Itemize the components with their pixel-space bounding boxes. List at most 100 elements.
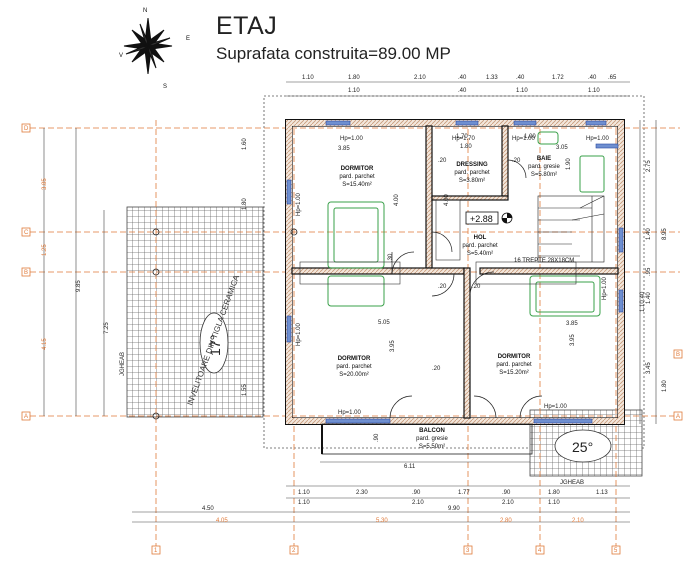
dim-axis-1: 5.30: [376, 518, 388, 524]
level-marker: +2.88: [470, 214, 493, 224]
dim-top1-5: .40: [516, 75, 525, 81]
dim-bot1-3: 1.77: [458, 490, 470, 496]
dim-right1-2: .95: [646, 267, 652, 276]
dim-top1-0: 1.10: [302, 75, 314, 81]
room-name-3: HOL: [474, 235, 487, 241]
stairs-label: 16 TREPTE 28X18CM: [514, 258, 574, 264]
dim-top1-1: 1.80: [348, 75, 360, 81]
dim-int-17: 1.70: [456, 134, 468, 140]
dim-int-10: .20: [438, 158, 447, 164]
dim-int-8: 1.80: [242, 198, 248, 210]
room-area-0: S=15.40m²: [342, 182, 372, 188]
room-area-5: S=15.20m²: [499, 370, 529, 376]
dim-top1-2: 2.10: [414, 75, 426, 81]
dim-axis-2: 2.80: [500, 518, 512, 524]
axis-tag-1: 1: [154, 548, 158, 554]
roof-slope-right: 25°: [572, 439, 593, 455]
hp-0: Hp=1.00: [340, 136, 364, 142]
dim-right1-5: 1.10: [640, 300, 646, 312]
roof-left-tiles: [126, 206, 264, 418]
roof-slope-marker: [554, 429, 612, 463]
axis-tag-a: A: [24, 414, 28, 420]
dim-right1-3: 1.40: [646, 292, 652, 304]
room-name-6: BALCON: [419, 428, 445, 434]
dim-overall-1: 9.90: [448, 506, 460, 512]
axis-tag-5: 5: [614, 548, 618, 554]
room-name-2: BAIE: [537, 156, 551, 162]
dim-int-0: 3.85: [338, 146, 350, 152]
dim-bot2-2: 2.10: [502, 500, 514, 506]
dim-top2-3: 1.10: [588, 88, 600, 94]
room-area-1: S=3.80m²: [459, 178, 485, 184]
dim-int-12: .20: [438, 284, 447, 290]
furniture-outlines: [299, 199, 577, 285]
room-floor-6: pard. gresie: [416, 436, 448, 442]
dim-bot1-6: 1.13: [596, 490, 608, 496]
dim-labels: 1.10 1.80 2.10 .40 1.33 .40 1.72 .40 .65…: [42, 75, 668, 524]
dim-top2-1: .40: [458, 88, 467, 94]
room-floor-2: pard. gresie: [528, 164, 560, 170]
dim-left-axis-2: 4.15: [42, 338, 48, 350]
room-floor-0: pard. parchet: [339, 174, 375, 180]
level-box: [465, 211, 499, 225]
room-floor-4: pard. parchet: [336, 364, 372, 370]
dim-bot1-2: .90: [412, 490, 421, 496]
dim-overall-0: 4.50: [202, 506, 214, 512]
hp-5: Hp=1.00: [296, 322, 302, 346]
windows: [286, 120, 624, 424]
dim-left-overall-1: 7.25: [104, 322, 110, 334]
hp-7: Hp=1.00: [338, 410, 362, 416]
hp-2: Hp=1.00: [512, 136, 536, 142]
dim-left-overall-0: 9.85: [76, 280, 82, 292]
room-floor-3: pard. parchet: [462, 243, 498, 249]
dim-right1-1: 1.40: [646, 228, 652, 240]
compass-rose-icon: N E S V: [119, 8, 190, 90]
dim-int-11: .20: [512, 158, 521, 164]
dim-balcony: 6.11: [404, 464, 416, 470]
room-labels: DORMITOR pard. parchet S=15.40m² DRESSIN…: [336, 156, 560, 450]
compass-v: V: [119, 53, 123, 59]
dim-top1-8: .65: [608, 75, 617, 81]
hp-4: Hp=1.00: [296, 192, 302, 216]
axis-tag-2: 2: [292, 548, 296, 554]
dim-top1-4: 1.33: [486, 75, 498, 81]
room-name-4: DORMITOR: [338, 356, 371, 362]
dim-bot1-1: 2.30: [356, 490, 368, 496]
compass-n: N: [143, 8, 147, 14]
dim-bot2-1: 2.10: [412, 500, 424, 506]
opening-heights: Hp=1.00 Hp=1.70 Hp=1.00 Hp=1.00 Hp=1.00 …: [296, 136, 610, 416]
dim-int-6: 3.95: [570, 334, 576, 346]
dim-int-4: 4.00: [394, 194, 400, 206]
page-title: ETAJ: [216, 12, 278, 40]
dim-right1-4: 3.45: [646, 362, 652, 374]
dim-right2-1: 1.80: [662, 380, 668, 392]
dim-int-2: 5.05: [378, 320, 390, 326]
room-area-3: S=5.40m²: [467, 251, 493, 257]
dim-bot1-0: 1.10: [298, 490, 310, 496]
dim-left-axis-1: 1.25: [42, 244, 48, 256]
dim-int-20: .30: [388, 253, 394, 262]
dim-bot2-0: 1.10: [298, 500, 310, 506]
room-name-1: DRESSING: [456, 162, 488, 168]
axis-tag-c: C: [24, 230, 29, 236]
stairs: [537, 195, 605, 263]
dim-int-15: 3.05: [556, 145, 568, 151]
dim-int-5: 4.00: [444, 194, 450, 206]
room-area-2: S=5.80m²: [531, 172, 557, 178]
hp-6: Hp=1.00: [602, 276, 608, 300]
axis-tag-b-right: B: [676, 352, 680, 358]
dim-top1-3: .40: [458, 75, 467, 81]
dim-int-7: 1.60: [242, 138, 248, 150]
axis-tags: D C B A B A 1 2 3 4 5: [21, 123, 683, 555]
dim-bot1-5: 1.80: [548, 490, 560, 496]
dim-right1-6: .40: [640, 291, 646, 300]
gutter-label-left: JGHEAB: [120, 352, 126, 376]
dim-right2-0: 8.95: [662, 228, 668, 240]
dim-axis-3: 2.10: [572, 518, 584, 524]
roof-slope-left: 17°: [207, 335, 223, 356]
room-floor-5: pard. parchet: [496, 362, 532, 368]
compass-s: S: [163, 84, 167, 90]
level-target-icon: [501, 212, 513, 224]
axis-tag-a-right: A: [676, 414, 680, 420]
